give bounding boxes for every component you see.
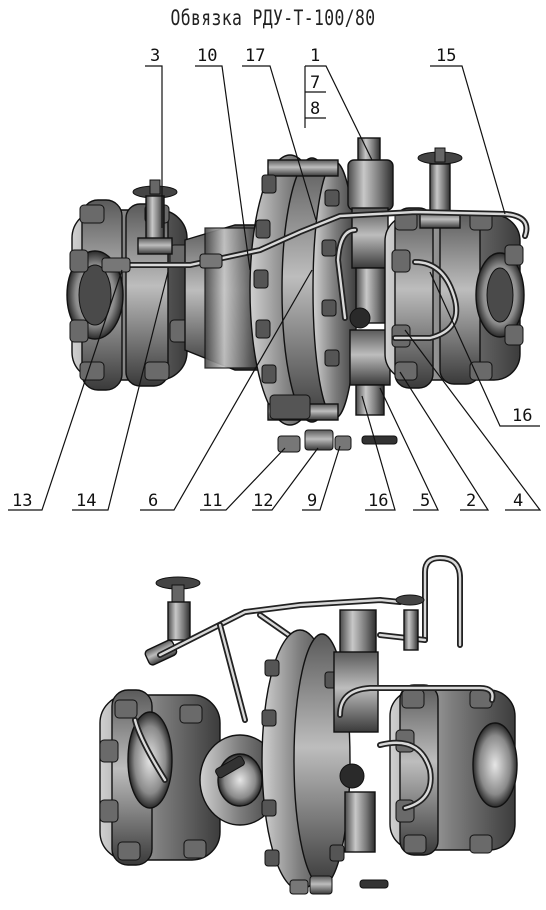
drawing-title: Обвязка РДУ-Т-100/80	[170, 6, 376, 30]
callout-10: 10	[197, 46, 217, 66]
callout-2: 2	[466, 491, 476, 511]
pilot-valve-1	[347, 137, 394, 416]
callout-5: 5	[420, 491, 430, 511]
callout-4: 4	[513, 491, 523, 511]
callout-6: 6	[148, 491, 158, 511]
callout-17: 17	[245, 46, 265, 66]
impulse-tubing	[101, 208, 530, 341]
callout-7: 7	[310, 73, 320, 93]
callout-11: 11	[202, 491, 222, 511]
handwheel-valve-15	[417, 147, 463, 229]
assembly-front-view: 3 10 17 1 7 8 15 16 13 14 6 11 12 9 16 5…	[8, 46, 542, 511]
callout-9: 9	[307, 491, 317, 511]
assembly-isometric-view	[99, 554, 518, 895]
bottom-fittings	[277, 429, 398, 453]
callout-labels: 3 10 17 1 7 8 15 16 13 14 6 11 12 9 16 5…	[12, 46, 532, 511]
callout-16-right: 16	[512, 406, 532, 426]
handwheel-valve-3	[132, 179, 178, 255]
callout-3: 3	[150, 46, 160, 66]
callout-13: 13	[12, 491, 32, 511]
main-regulator-body	[249, 154, 358, 426]
callout-8: 8	[310, 99, 320, 119]
callout-15: 15	[436, 46, 456, 66]
callout-16-bottom: 16	[368, 491, 388, 511]
callout-14: 14	[76, 491, 96, 511]
callout-12: 12	[253, 491, 273, 511]
callout-leaders	[8, 65, 542, 511]
callout-1: 1	[310, 46, 320, 66]
left-flange	[66, 199, 191, 391]
